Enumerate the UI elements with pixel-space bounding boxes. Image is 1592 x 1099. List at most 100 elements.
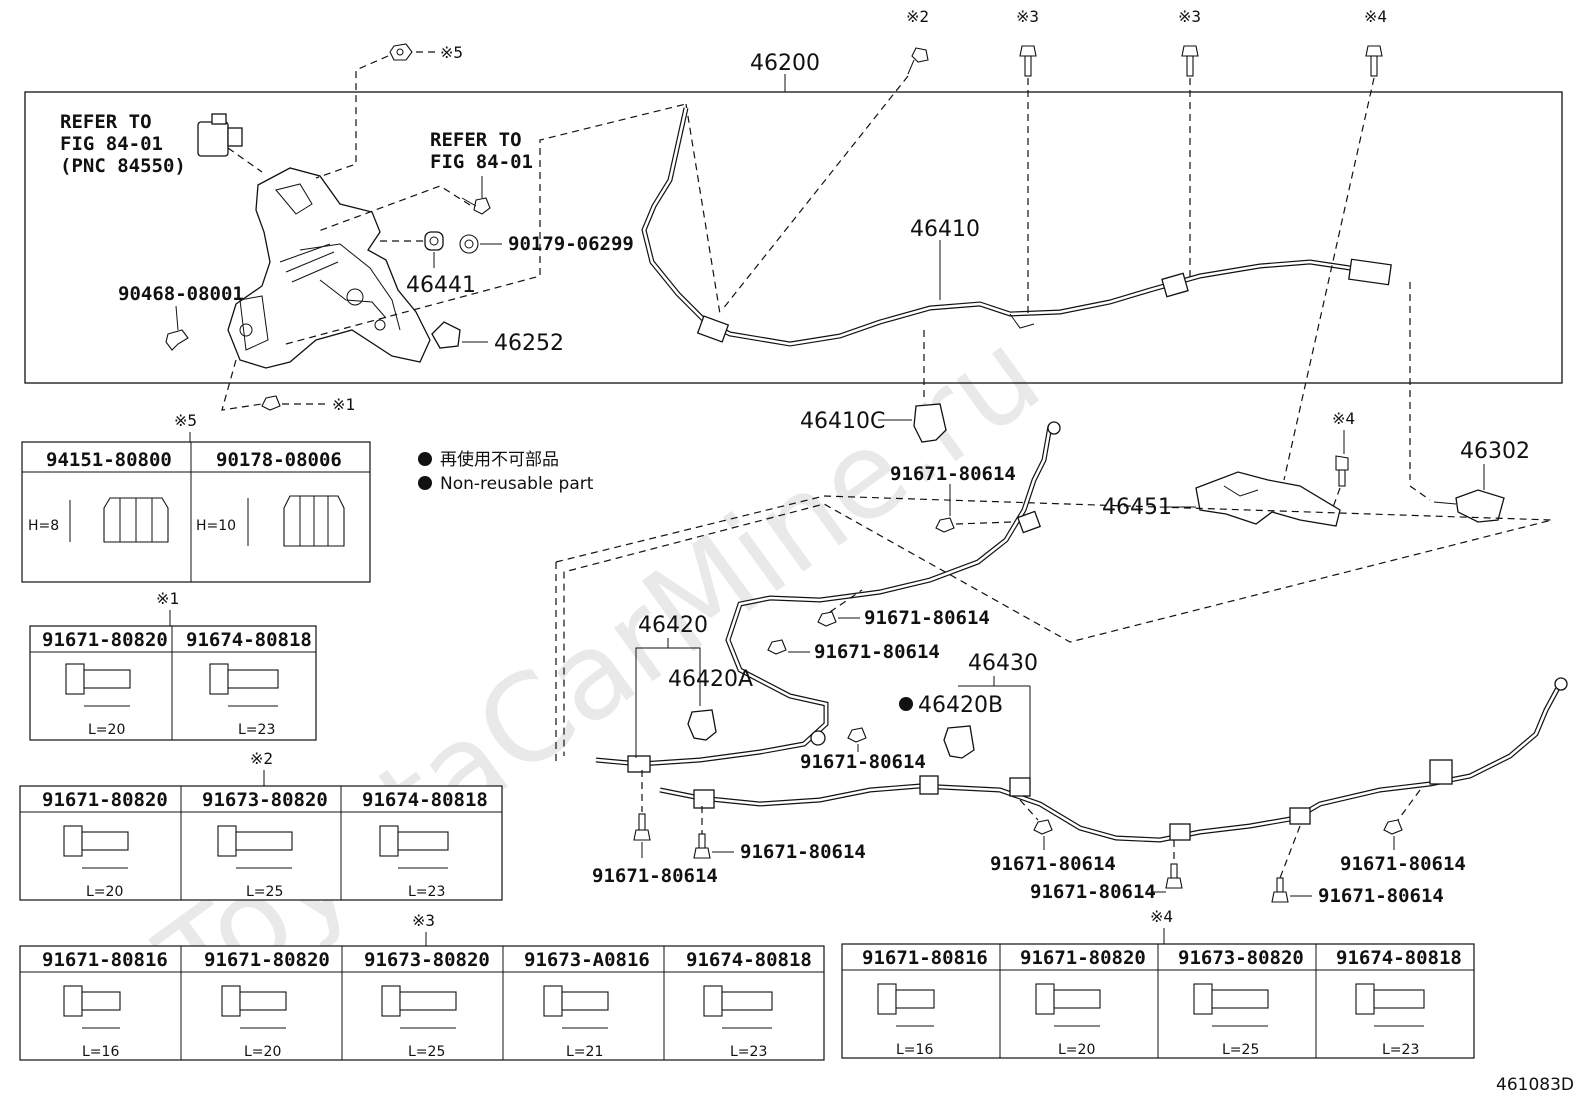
bolt-91671-80614-1[interactable] [935, 517, 955, 533]
bolt-mark4-top[interactable] [1365, 45, 1383, 77]
bolt-91671-80614-7[interactable] [1033, 819, 1053, 835]
bolt-91671-80614-9[interactable] [1271, 877, 1289, 903]
bolt-91671-80820-icon-b [63, 825, 129, 857]
bolt-91671-80614-3[interactable] [767, 639, 787, 655]
clamp-46410C[interactable] [913, 403, 947, 443]
bolt-91671-80614-4[interactable] [847, 727, 867, 743]
bolt-91674-80818-icon-c [703, 985, 773, 1017]
callout-46420: 46420 [638, 613, 708, 638]
mark3-top-b: ※3 [1178, 7, 1201, 26]
t4-dim-1: L=16 [896, 1042, 933, 1058]
ref1-line1: REFER TO [60, 111, 152, 133]
mark4-top: ※4 [1364, 7, 1387, 26]
bolt-mark2-top[interactable] [907, 47, 929, 75]
bolt-91671-80820-icon [65, 663, 131, 695]
t1-dim-1: L=20 [88, 722, 125, 738]
bolt-91671-80820-icon-c [221, 985, 287, 1017]
bolt-91671-80614-10[interactable] [1383, 819, 1403, 835]
t5-dim-1: H=8 [28, 518, 59, 534]
mark3-top-a: ※3 [1016, 7, 1039, 26]
t4-dim-3: L=25 [1222, 1042, 1259, 1058]
t2-pn-2: 91673-80820 [202, 789, 328, 811]
callout-b6: 91671-80614 [740, 841, 866, 863]
assembly-46200-frame [24, 91, 1563, 384]
equalizer-46302[interactable] [1433, 489, 1505, 523]
t3-pn-2: 91671-80820 [204, 949, 330, 971]
t5-pn-1: 94151-80800 [46, 449, 172, 471]
bolt-91671-80816-icon [63, 985, 121, 1017]
t3-dim-4: L=21 [566, 1044, 603, 1060]
nut-90179-06299[interactable] [459, 234, 479, 254]
bolt-91671-80816-icon-b [877, 983, 935, 1015]
ref1-line2: FIG 84-01 [60, 133, 163, 155]
front-cable-46410[interactable] [641, 107, 1392, 347]
table1-mark: ※1 [156, 589, 179, 608]
brake-switch-connector[interactable] [197, 113, 243, 157]
t4-dim-4: L=23 [1382, 1042, 1419, 1058]
non-reusable-dot-46420B [899, 697, 913, 711]
t3-dim-2: L=20 [244, 1044, 281, 1060]
callout-b8: 91671-80614 [1030, 881, 1156, 903]
t2-pn-1: 91671-80820 [42, 789, 168, 811]
callout-90179-06299: 90179-06299 [508, 233, 634, 255]
bolt-91671-80614-2[interactable] [817, 611, 837, 627]
clip-90468-08001[interactable] [165, 329, 189, 351]
non-reusable-dot-icon-2 [418, 476, 432, 490]
t3-dim-5: L=23 [730, 1044, 767, 1060]
t4-pn-4: 91674-80818 [1336, 947, 1462, 969]
t3-pn-5: 91674-80818 [686, 949, 812, 971]
bracket-46451[interactable] [1195, 471, 1341, 527]
bolt-mark3-top-a[interactable] [1019, 45, 1037, 77]
callout-46200: 46200 [750, 51, 820, 76]
table-mark2: 91671-80820 91673-80820 91674-80818 L=20… [19, 785, 503, 901]
callout-b9: 91671-80614 [1318, 885, 1444, 907]
t2-dim-1: L=20 [86, 884, 123, 900]
t4-pn-2: 91671-80820 [1020, 947, 1146, 969]
bolt-91673-80820-icon [217, 825, 293, 857]
nut-mark5-top[interactable] [389, 43, 413, 61]
callout-b7: 91671-80614 [990, 853, 1116, 875]
callout-46420B: 46420B [918, 693, 1003, 718]
bolt-91671-80820-icon-d [1035, 983, 1101, 1015]
clamp-46420B[interactable] [943, 725, 975, 759]
callout-46430: 46430 [968, 651, 1038, 676]
bolt-91671-80614-5[interactable] [633, 813, 651, 841]
cover-46252[interactable] [431, 321, 461, 349]
bolt-mark4-mid[interactable] [1335, 455, 1349, 487]
callout-46252: 46252 [494, 331, 564, 356]
nut-94151-80800-icon [69, 497, 169, 543]
rear-cable-46420[interactable] [595, 421, 1061, 773]
t3-pn-4: 91673-A0816 [524, 949, 650, 971]
bolt-91674-80818-icon-b [379, 825, 449, 857]
t1-pn-1: 91671-80820 [42, 629, 168, 651]
callout-b3: 91671-80614 [814, 641, 940, 663]
callout-b5: 91671-80614 [592, 865, 718, 887]
t2-dim-3: L=23 [408, 884, 445, 900]
callout-46420A: 46420A [668, 667, 753, 692]
table-mark4: 91671-80816 91671-80820 91673-80820 9167… [841, 943, 1475, 1059]
bolt-91671-80614-6[interactable] [693, 833, 711, 859]
ref2-line2: FIG 84-01 [430, 151, 533, 173]
parking-brake-pedal-assembly[interactable] [227, 167, 431, 369]
t4-pn-1: 91671-80816 [862, 947, 988, 969]
clamp-46420A[interactable] [687, 709, 717, 741]
bolt-mark3-top-b[interactable] [1181, 45, 1199, 77]
bushing-46441[interactable] [424, 231, 444, 251]
legend-en: Non-reusable part [440, 474, 594, 494]
table-mark5: 94151-80800 90178-08006 H=8 H=10 [21, 441, 371, 583]
rear-cable-46430[interactable] [659, 677, 1568, 843]
t5-dim-2: H=10 [196, 518, 236, 534]
mark2-top: ※2 [906, 7, 929, 26]
callout-46410: 46410 [910, 217, 980, 242]
table-mark3: 91671-80816 91671-80820 91673-80820 9167… [19, 945, 825, 1061]
t3-dim-1: L=16 [82, 1044, 119, 1060]
bolt-91671-80614-8[interactable] [1165, 863, 1183, 889]
mark4-mid: ※4 [1332, 409, 1355, 428]
t3-pn-1: 91671-80816 [42, 949, 168, 971]
bolt-mark1[interactable] [261, 395, 281, 411]
bolt-ref2[interactable] [461, 197, 491, 215]
ref2-line1: REFER TO [430, 129, 522, 151]
callout-90468-08001: 90468-08001 [118, 283, 244, 305]
figure-code: 461083D [1496, 1075, 1574, 1095]
